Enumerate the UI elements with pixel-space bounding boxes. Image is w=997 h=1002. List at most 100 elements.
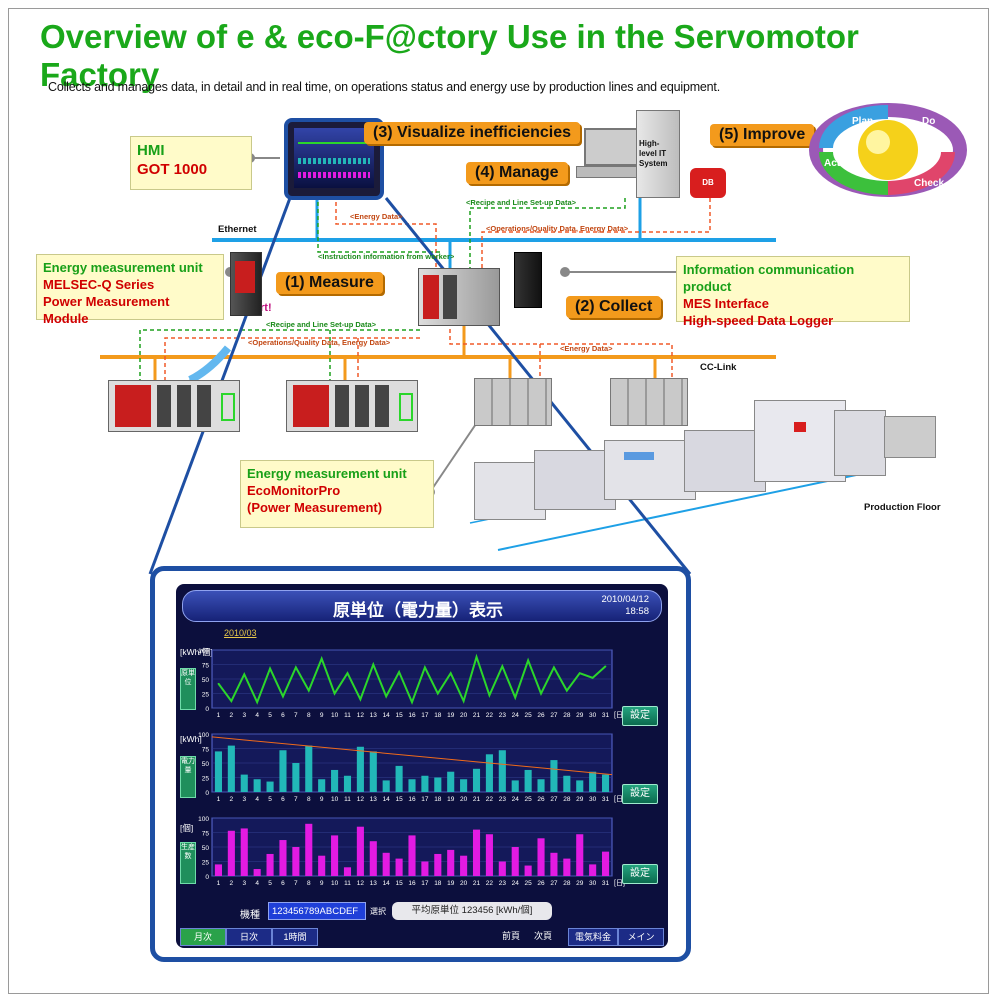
- chart-x-tick: 2: [230, 796, 234, 803]
- side-tag-3: 生産数: [180, 842, 196, 884]
- chart-x-tick: 20: [460, 796, 468, 803]
- chart-y-tick: 75: [202, 747, 210, 754]
- pdca-c: Check: [914, 178, 944, 189]
- chart-point: [243, 673, 246, 676]
- chart-bar: [589, 771, 597, 792]
- chart-x-tick: 15: [395, 796, 403, 803]
- chart-x-tick: 7: [294, 880, 298, 887]
- chart-x-tick: 16: [408, 880, 416, 887]
- flow-recipe-2: <Recipe and Line Set-up Data>: [266, 320, 377, 329]
- chart-point: [282, 695, 284, 698]
- chart-x-tick: 2: [230, 712, 234, 719]
- chart-bar: [421, 861, 429, 876]
- chart-bar: [472, 829, 481, 876]
- chart-bar: [563, 775, 571, 792]
- chart-point: [488, 694, 491, 697]
- production-line-equipment: [474, 400, 954, 530]
- info-product-mes: MES Interface: [683, 296, 769, 311]
- chart-x-tick: 11: [344, 796, 351, 803]
- chart-bar: [266, 853, 274, 876]
- chart-x-tick: 3: [242, 796, 246, 803]
- chart-x-tick: 20: [460, 712, 468, 719]
- chart-bar: [214, 864, 222, 876]
- chart-bar: [240, 828, 248, 876]
- electric-fee-button[interactable]: 電気料金: [568, 928, 618, 946]
- chart-point: [346, 672, 349, 674]
- chart-x-tick: 16: [408, 712, 416, 719]
- cclink-label: CC-Link: [700, 362, 737, 373]
- chart-x-tick: 18: [434, 880, 442, 887]
- chart-x-tick: 5: [268, 712, 272, 719]
- chart-x-tick: 24: [512, 880, 520, 887]
- chart-x-tick: 9: [320, 880, 324, 887]
- set-button-3[interactable]: 設定: [622, 864, 658, 884]
- chart-point: [578, 672, 581, 674]
- chart-bar: [279, 750, 287, 792]
- chart-point: [475, 656, 478, 658]
- chart-x-unit: [日]: [614, 711, 625, 719]
- chart-point: [424, 666, 426, 669]
- ethernet-label: Ethernet: [218, 224, 257, 235]
- chart-y-tick: 100: [198, 732, 209, 739]
- chart-x-tick: 8: [307, 796, 311, 803]
- chart-point: [591, 677, 594, 679]
- chart-bar: [356, 826, 364, 876]
- chart-x-tick: 10: [331, 880, 339, 887]
- chart-x-tick: 11: [344, 712, 351, 719]
- plc-unit-central: [418, 268, 500, 326]
- chart-point: [437, 692, 439, 695]
- tab-monthly[interactable]: 月次: [180, 928, 226, 946]
- chart-x-tick: 27: [550, 712, 558, 719]
- chart-x-tick: 10: [331, 712, 339, 719]
- chart-bar: [524, 769, 532, 792]
- chart-x-tick: 22: [486, 880, 494, 887]
- tab-daily[interactable]: 日次: [226, 928, 272, 946]
- chart-x-tick: 31: [602, 880, 610, 887]
- chart-bar: [589, 864, 597, 876]
- main-button[interactable]: メイン: [618, 928, 664, 946]
- flow-ops-quality-2: <Operations/Quality Data, Energy Data>: [248, 338, 391, 347]
- chart-x-tick: 3: [242, 712, 246, 719]
- plc-rack-right: [286, 380, 418, 432]
- panel1-unit: [kWh/個]: [180, 647, 213, 657]
- chart-bar: [369, 841, 377, 876]
- chart-x-unit: [日]: [614, 879, 625, 887]
- chart-bar: [356, 746, 364, 792]
- power-measurement-module: [230, 252, 262, 316]
- energy-unit-eco-title: Energy measurement unit: [247, 466, 407, 481]
- chart-bar: [240, 774, 248, 792]
- chart-x-tick: 2: [230, 880, 234, 887]
- chart-x-tick: 13: [370, 712, 378, 719]
- chart-x-tick: 16: [408, 796, 416, 803]
- set-button-1[interactable]: 設定: [622, 706, 658, 726]
- model-label: 機種: [240, 910, 260, 921]
- tab-hourly[interactable]: 1時間: [272, 928, 318, 946]
- chart-y-tick: 50: [202, 677, 210, 684]
- ecomonitor-unit-1: [474, 378, 552, 426]
- chart-x-tick: 8: [307, 880, 311, 887]
- chart-x-tick: 9: [320, 796, 324, 803]
- chart-bar: [498, 750, 506, 792]
- hmi-title: 原単位（電力量）表示: [333, 601, 503, 620]
- chart-x-tick: 17: [421, 796, 429, 803]
- plc-rack-left: [108, 380, 240, 432]
- chart-point: [230, 700, 233, 702]
- panel2-unit: [kWh]: [180, 734, 202, 744]
- server-tower: High-level IT System: [636, 110, 680, 198]
- chart-bar: [460, 779, 468, 792]
- model-input[interactable]: 123456789ABCDEF: [268, 902, 366, 920]
- chart-x-tick: 28: [563, 712, 571, 719]
- chart-x-tick: 24: [512, 796, 520, 803]
- chart-x-tick: 30: [589, 796, 597, 803]
- set-button-2[interactable]: 設定: [622, 784, 658, 804]
- next-page-button[interactable]: 次頁: [533, 931, 552, 941]
- chart-x-tick: 7: [294, 712, 298, 719]
- chart-bar: [485, 834, 493, 876]
- chart-point: [295, 666, 297, 669]
- chart-bar: [369, 751, 377, 792]
- prev-page-button[interactable]: 前頁: [501, 931, 520, 941]
- chart-x-tick: 23: [499, 712, 507, 719]
- chart-bar: [227, 745, 235, 792]
- chart-x-tick: 22: [486, 796, 494, 803]
- chart-x-tick: 9: [320, 712, 324, 719]
